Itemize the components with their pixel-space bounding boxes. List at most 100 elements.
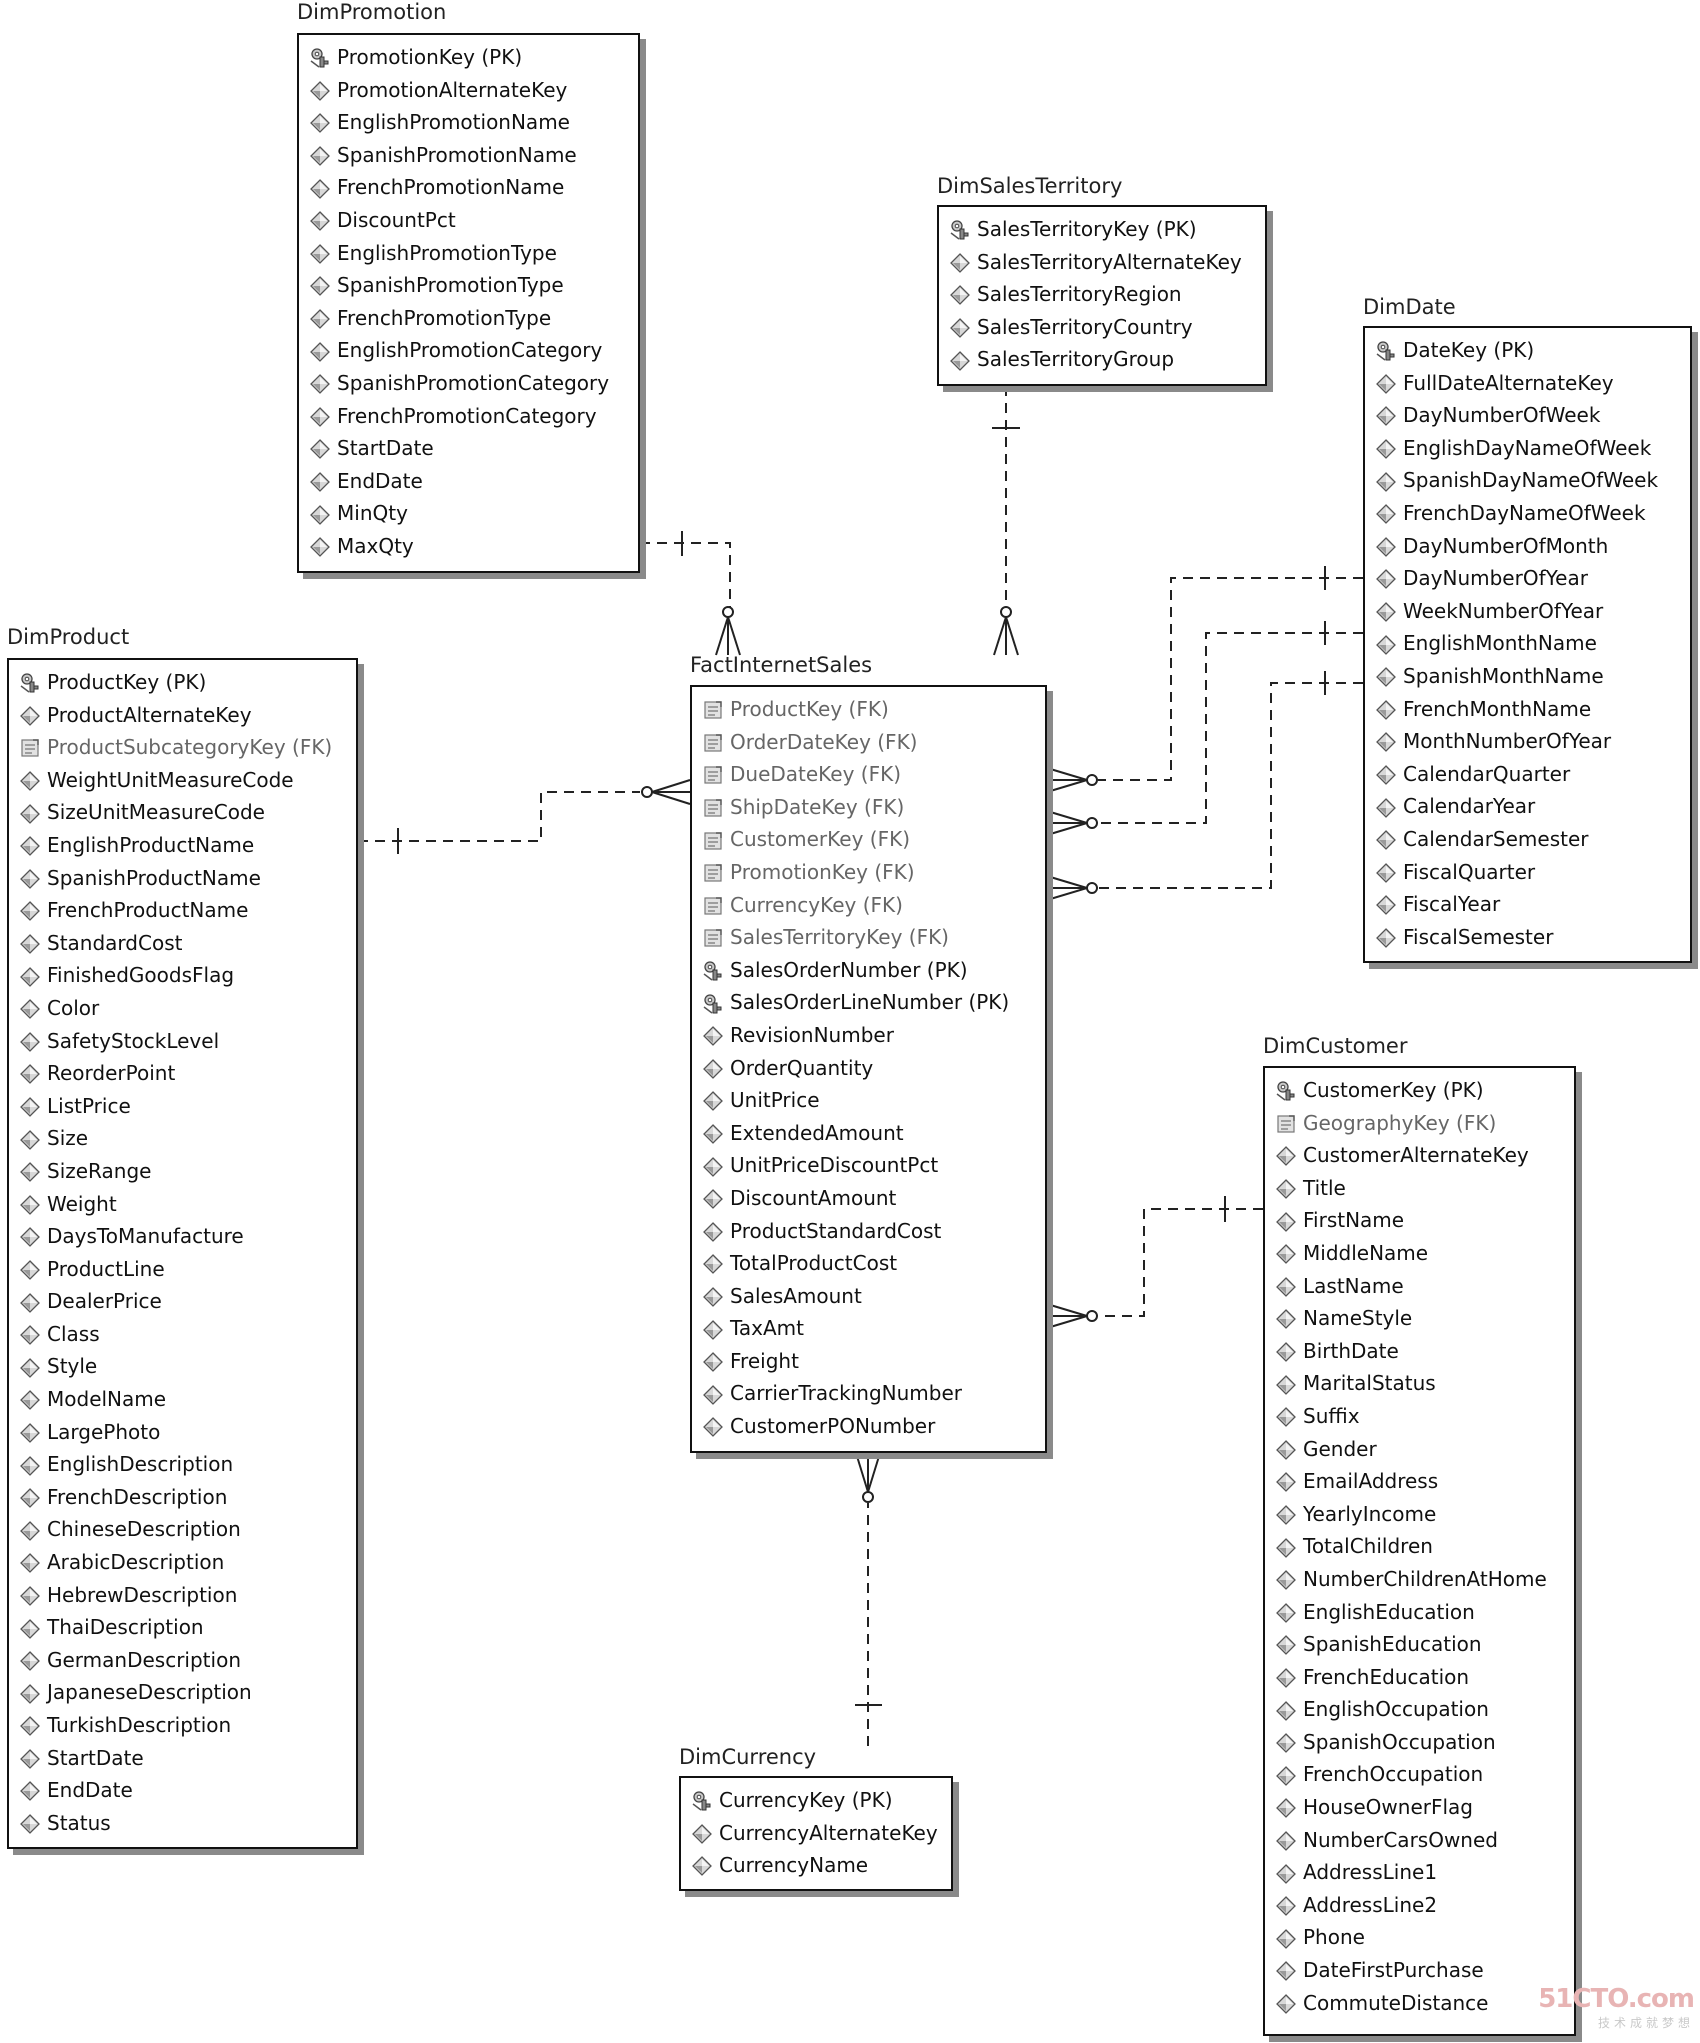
attribute-row[interactable]: StartDate <box>19 1742 356 1775</box>
attribute-row[interactable]: EnglishPromotionType <box>309 237 638 270</box>
attribute-row[interactable]: NumberCarsOwned <box>1275 1824 1574 1857</box>
attribute-row[interactable]: CurrencyKey (PK) <box>691 1784 951 1817</box>
attribute-row[interactable]: Suffix <box>1275 1400 1574 1433</box>
attribute-row[interactable]: CommuteDistance <box>1275 1987 1574 2020</box>
attribute-row[interactable]: FrenchProductName <box>19 894 356 927</box>
attribute-row[interactable]: ProductKey (FK) <box>702 693 1045 726</box>
attribute-row[interactable]: MiddleName <box>1275 1237 1574 1270</box>
attribute-row[interactable]: TurkishDescription <box>19 1709 356 1742</box>
attribute-row[interactable]: FrenchPromotionName <box>309 171 638 204</box>
attribute-row[interactable]: EnglishPromotionName <box>309 106 638 139</box>
attribute-row[interactable]: SalesAmount <box>702 1280 1045 1313</box>
attribute-row[interactable]: LastName <box>1275 1270 1574 1303</box>
attribute-row[interactable]: ProductLine <box>19 1253 356 1286</box>
attribute-row[interactable]: EnglishOccupation <box>1275 1693 1574 1726</box>
attribute-row[interactable]: SalesTerritoryKey (PK) <box>949 213 1265 246</box>
attribute-row[interactable]: DayNumberOfMonth <box>1375 530 1690 563</box>
attribute-row[interactable]: FrenchPromotionCategory <box>309 400 638 433</box>
attribute-row[interactable]: Freight <box>702 1345 1045 1378</box>
attribute-row[interactable]: SpanishProductName <box>19 862 356 895</box>
attribute-row[interactable]: StandardCost <box>19 927 356 960</box>
attribute-row[interactable]: Size <box>19 1122 356 1155</box>
attribute-row[interactable]: EmailAddress <box>1275 1465 1574 1498</box>
attribute-row[interactable]: PromotionKey (FK) <box>702 856 1045 889</box>
attribute-row[interactable]: NameStyle <box>1275 1302 1574 1335</box>
attribute-row[interactable]: DateKey (PK) <box>1375 334 1690 367</box>
attribute-row[interactable]: SizeUnitMeasureCode <box>19 796 356 829</box>
attribute-row[interactable]: ProductAlternateKey <box>19 699 356 732</box>
attribute-row[interactable]: ProductKey (PK) <box>19 666 356 699</box>
attribute-row[interactable]: SpanishPromotionName <box>309 139 638 172</box>
attribute-row[interactable]: WeekNumberOfYear <box>1375 595 1690 628</box>
attribute-row[interactable]: FrenchMonthName <box>1375 693 1690 726</box>
attribute-row[interactable]: GermanDescription <box>19 1644 356 1677</box>
attribute-row[interactable]: DaysToManufacture <box>19 1220 356 1253</box>
attribute-row[interactable]: FrenchEducation <box>1275 1661 1574 1694</box>
attribute-row[interactable]: SalesTerritoryKey (FK) <box>702 921 1045 954</box>
attribute-row[interactable]: FinishedGoodsFlag <box>19 959 356 992</box>
attribute-row[interactable]: SafetyStockLevel <box>19 1025 356 1058</box>
attribute-row[interactable]: FrenchDescription <box>19 1481 356 1514</box>
attribute-row[interactable]: ModelName <box>19 1383 356 1416</box>
attribute-row[interactable]: SalesTerritoryCountry <box>949 311 1265 344</box>
attribute-row[interactable]: DueDateKey (FK) <box>702 758 1045 791</box>
attribute-row[interactable]: CurrencyAlternateKey <box>691 1817 951 1850</box>
attribute-row[interactable]: EnglishDescription <box>19 1448 356 1481</box>
attribute-row[interactable]: MaritalStatus <box>1275 1367 1574 1400</box>
attribute-row[interactable]: UnitPriceDiscountPct <box>702 1149 1045 1182</box>
attribute-row[interactable]: ProductStandardCost <box>702 1215 1045 1248</box>
attribute-row[interactable]: ProductSubcategoryKey (FK) <box>19 731 356 764</box>
attribute-row[interactable]: CurrencyName <box>691 1849 951 1882</box>
attribute-row[interactable]: ArabicDescription <box>19 1546 356 1579</box>
attribute-row[interactable]: DiscountPct <box>309 204 638 237</box>
attribute-row[interactable]: BirthDate <box>1275 1335 1574 1368</box>
attribute-row[interactable]: HouseOwnerFlag <box>1275 1791 1574 1824</box>
attribute-row[interactable]: SalesOrderNumber (PK) <box>702 954 1045 987</box>
attribute-row[interactable]: EnglishDayNameOfWeek <box>1375 432 1690 465</box>
attribute-row[interactable]: FrenchPromotionType <box>309 302 638 335</box>
attribute-row[interactable]: MaxQty <box>309 530 638 563</box>
attribute-row[interactable]: UnitPrice <box>702 1084 1045 1117</box>
attribute-row[interactable]: CalendarYear <box>1375 790 1690 823</box>
attribute-row[interactable]: MinQty <box>309 497 638 530</box>
attribute-row[interactable]: JapaneseDescription <box>19 1676 356 1709</box>
attribute-row[interactable]: EnglishProductName <box>19 829 356 862</box>
attribute-row[interactable]: EnglishEducation <box>1275 1596 1574 1629</box>
attribute-row[interactable]: WeightUnitMeasureCode <box>19 764 356 797</box>
attribute-row[interactable]: Status <box>19 1807 356 1840</box>
attribute-row[interactable]: RevisionNumber <box>702 1019 1045 1052</box>
attribute-row[interactable]: CustomerKey (PK) <box>1275 1074 1574 1107</box>
attribute-row[interactable]: SalesTerritoryGroup <box>949 343 1265 376</box>
attribute-row[interactable]: FrenchOccupation <box>1275 1758 1574 1791</box>
attribute-row[interactable]: TotalChildren <box>1275 1530 1574 1563</box>
attribute-row[interactable]: ReorderPoint <box>19 1057 356 1090</box>
attribute-row[interactable]: PromotionAlternateKey <box>309 74 638 107</box>
attribute-row[interactable]: SpanishPromotionType <box>309 269 638 302</box>
attribute-row[interactable]: EndDate <box>309 465 638 498</box>
attribute-row[interactable]: SpanishMonthName <box>1375 660 1690 693</box>
attribute-row[interactable]: CustomerKey (FK) <box>702 823 1045 856</box>
attribute-row[interactable]: PromotionKey (PK) <box>309 41 638 74</box>
attribute-row[interactable]: AddressLine2 <box>1275 1889 1574 1922</box>
attribute-row[interactable]: TaxAmt <box>702 1312 1045 1345</box>
attribute-row[interactable]: SalesTerritoryAlternateKey <box>949 246 1265 279</box>
attribute-row[interactable]: DiscountAmount <box>702 1182 1045 1215</box>
attribute-row[interactable]: EndDate <box>19 1774 356 1807</box>
attribute-row[interactable]: ShipDateKey (FK) <box>702 791 1045 824</box>
attribute-row[interactable]: TotalProductCost <box>702 1247 1045 1280</box>
attribute-row[interactable]: MonthNumberOfYear <box>1375 725 1690 758</box>
attribute-row[interactable]: HebrewDescription <box>19 1579 356 1612</box>
attribute-row[interactable]: OrderDateKey (FK) <box>702 726 1045 759</box>
attribute-row[interactable]: SpanishOccupation <box>1275 1726 1574 1759</box>
attribute-row[interactable]: ListPrice <box>19 1090 356 1123</box>
attribute-row[interactable]: ExtendedAmount <box>702 1117 1045 1150</box>
attribute-row[interactable]: AddressLine1 <box>1275 1856 1574 1889</box>
attribute-row[interactable]: EnglishPromotionCategory <box>309 334 638 367</box>
attribute-row[interactable]: NumberChildrenAtHome <box>1275 1563 1574 1596</box>
attribute-row[interactable]: CustomerPONumber <box>702 1410 1045 1443</box>
attribute-row[interactable]: Class <box>19 1318 356 1351</box>
attribute-row[interactable]: SpanishPromotionCategory <box>309 367 638 400</box>
attribute-row[interactable]: GeographyKey (FK) <box>1275 1107 1574 1140</box>
attribute-row[interactable]: Gender <box>1275 1433 1574 1466</box>
attribute-row[interactable]: SalesOrderLineNumber (PK) <box>702 986 1045 1019</box>
